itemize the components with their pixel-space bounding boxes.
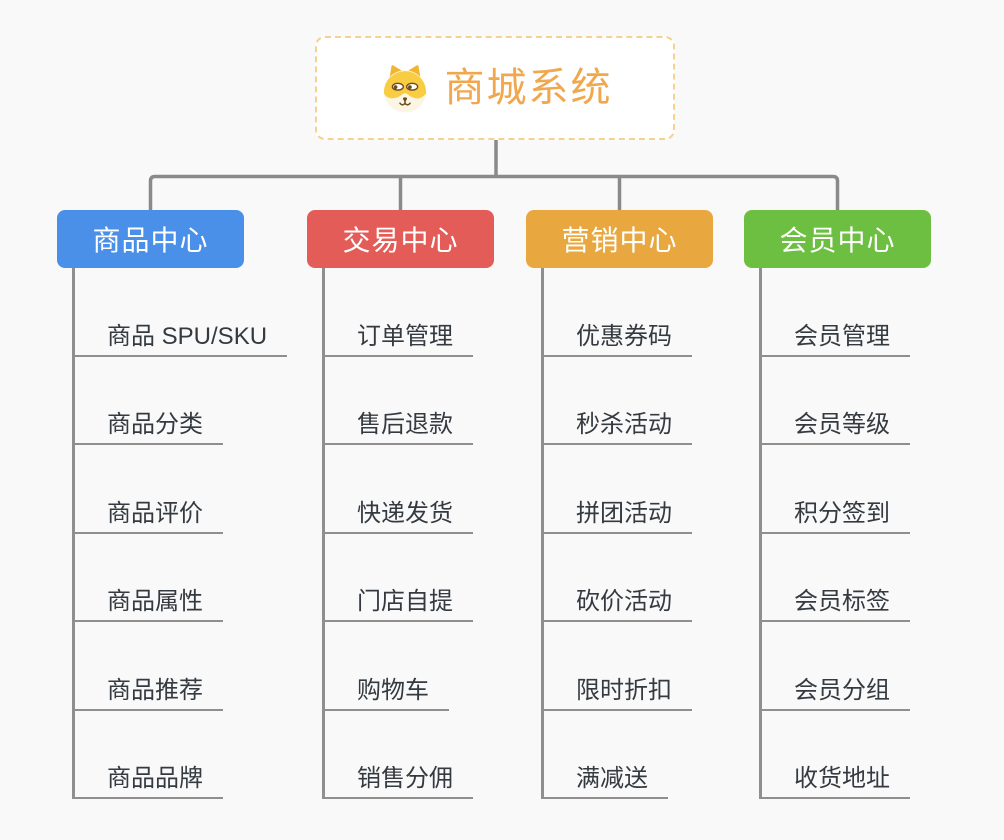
sub-item-node[interactable]: 购物车 (325, 677, 449, 711)
branch-column: 会员中心 会员管理会员等级积分签到会员标签会员分组收货地址 (744, 210, 931, 799)
sub-item-node[interactable]: 售后退款 (325, 411, 473, 445)
sub-item-node[interactable]: 积分签到 (762, 500, 910, 534)
root-node[interactable]: 商城系统 (315, 36, 675, 140)
sub-item-row: 会员等级 (762, 357, 910, 445)
branch-node-label: 会员中心 (779, 225, 896, 256)
branch-column: 交易中心 订单管理售后退款快递发货门店自提购物车销售分佣 (307, 210, 494, 799)
sub-item-node[interactable]: 会员标签 (762, 588, 910, 622)
sub-item-node[interactable]: 会员等级 (762, 411, 910, 445)
sub-item-node[interactable]: 满减送 (544, 765, 668, 799)
sub-item-row: 售后退款 (325, 357, 473, 445)
sub-item-row: 拼团活动 (544, 445, 692, 534)
sub-item-node[interactable]: 砍价活动 (544, 588, 692, 622)
sub-item-node[interactable]: 拼团活动 (544, 500, 692, 534)
sub-item-row: 商品评价 (75, 445, 287, 534)
sub-item-row: 快递发货 (325, 445, 473, 534)
sub-item-row: 积分签到 (762, 445, 910, 534)
sub-item-node[interactable]: 秒杀活动 (544, 411, 692, 445)
dog-face-icon (383, 65, 426, 113)
sub-item-node[interactable]: 门店自提 (325, 588, 473, 622)
sub-item-node[interactable]: 商品 SPU/SKU (75, 323, 288, 357)
branch-children: 商品 SPU/SKU 商品分类商品评价商品属性商品推荐商品品牌 (72, 268, 288, 799)
sub-item-row: 购物车 (325, 622, 473, 711)
sub-item-node[interactable]: 限时折扣 (544, 677, 692, 711)
sub-item-row: 销售分佣 (325, 711, 473, 799)
branch-node[interactable]: 会员中心 (744, 210, 931, 268)
sub-item-row: 优惠券码 (544, 268, 692, 357)
sub-item-row: 门店自提 (325, 534, 473, 622)
sub-item-row: 商品品牌 (75, 711, 287, 799)
sub-item-node[interactable]: 会员管理 (762, 323, 910, 357)
sub-item-node[interactable]: 销售分佣 (325, 765, 473, 799)
sub-item-row: 商品推荐 (75, 622, 287, 711)
sub-item-node[interactable]: 商品品牌 (75, 765, 223, 799)
sub-item-node[interactable]: 订单管理 (325, 323, 473, 357)
sub-item-node[interactable]: 商品分类 (75, 411, 223, 445)
sub-item-row: 商品 SPU/SKU (75, 268, 288, 357)
sub-item-row: 商品属性 (75, 534, 287, 622)
sub-item-row: 会员分组 (762, 622, 910, 711)
sub-item-node[interactable]: 商品属性 (75, 588, 223, 622)
sub-item-row: 砍价活动 (544, 534, 692, 622)
branch-node-label: 商品中心 (92, 225, 209, 256)
root-node-title: 商城系统 (444, 66, 613, 110)
branch-column: 营销中心 优惠券码秒杀活动拼团活动砍价活动限时折扣满减送 (526, 210, 713, 799)
sub-item-node[interactable]: 商品推荐 (75, 677, 223, 711)
sub-item-row: 收货地址 (762, 711, 910, 799)
sub-item-node[interactable]: 商品评价 (75, 500, 223, 534)
branch-children: 订单管理售后退款快递发货门店自提购物车销售分佣 (322, 268, 473, 799)
branch-children: 优惠券码秒杀活动拼团活动砍价活动限时折扣满减送 (541, 268, 692, 799)
branch-node-label: 营销中心 (561, 225, 678, 256)
branch-children: 会员管理会员等级积分签到会员标签会员分组收货地址 (759, 268, 910, 799)
sub-item-row: 会员管理 (762, 268, 910, 357)
branch-node[interactable]: 营销中心 (526, 210, 713, 268)
branch-column: 商品中心 商品 SPU/SKU 商品分类商品评价商品属性商品推荐商品品牌 (57, 210, 288, 799)
branch-node[interactable]: 交易中心 (307, 210, 494, 268)
sub-item-node[interactable]: 快递发货 (325, 500, 473, 534)
sub-item-row: 秒杀活动 (544, 357, 692, 445)
sub-item-row: 会员标签 (762, 534, 910, 622)
sub-item-node[interactable]: 收货地址 (762, 765, 910, 799)
branch-node[interactable]: 商品中心 (57, 210, 244, 268)
sub-item-row: 满减送 (544, 711, 692, 799)
sub-item-node[interactable]: 会员分组 (762, 677, 910, 711)
sub-item-node[interactable]: 优惠券码 (544, 323, 692, 357)
sub-item-row: 订单管理 (325, 268, 473, 357)
sub-item-row: 商品分类 (75, 357, 287, 445)
branch-node-label: 交易中心 (342, 225, 459, 256)
sub-item-row: 限时折扣 (544, 622, 692, 711)
